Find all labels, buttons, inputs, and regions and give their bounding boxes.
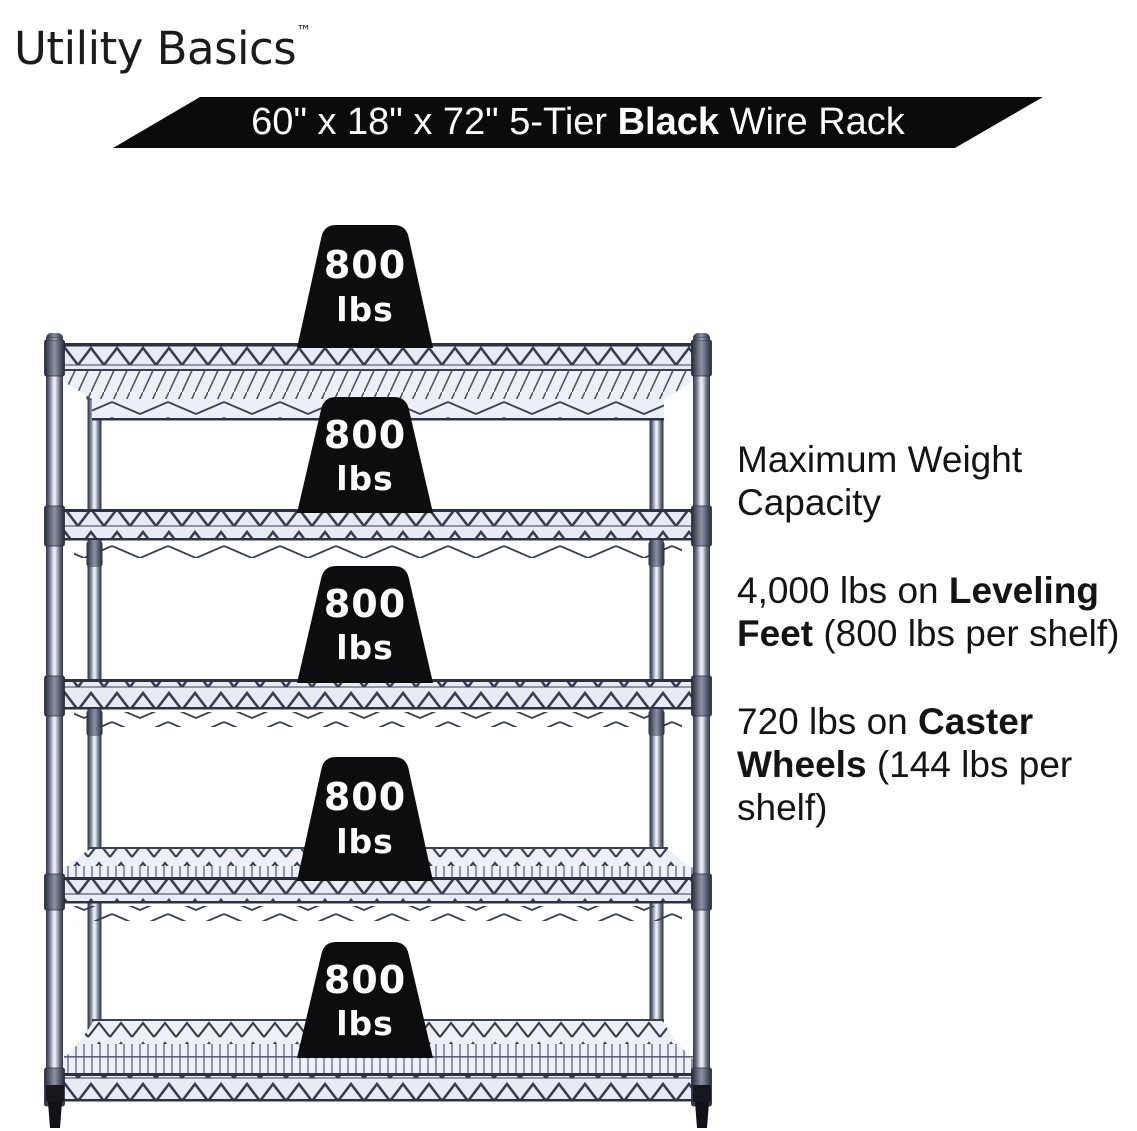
info-leveling-feet: 4,000 lbs on Leveling Feet (800 lbs per … (737, 569, 1137, 655)
shelf-2 (46, 509, 710, 567)
front-posts (44, 333, 712, 1128)
trademark-symbol: ™ (296, 22, 312, 40)
info-heading: Maximum Weight Capacity (737, 439, 1023, 523)
weight-badge-4: 800 lbs (297, 757, 433, 881)
weight-badge-2: 800 lbs (297, 397, 433, 513)
info-panel: Maximum Weight Capacity 4,000 lbs on Lev… (737, 438, 1137, 874)
weight-unit: lbs (336, 628, 394, 667)
info-caster-wheels: 720 lbs on Caster Wheels (144 lbs per sh… (737, 700, 1137, 829)
weight-badge-3: 800 lbs (297, 566, 433, 683)
banner-text-bold: Black (617, 101, 720, 143)
product-banner: 60" x 18" x 72" 5-Tier Black Wire Rack (113, 97, 1043, 148)
caster-pre: 720 lbs on (737, 701, 919, 742)
weight-value: 800 (324, 582, 406, 626)
leveling-pre: 4,000 lbs on (737, 570, 949, 611)
caster-bold: Caster Wheels (737, 701, 1034, 785)
weight-value: 800 (324, 243, 406, 287)
post-collars (44, 339, 712, 1107)
weight-unit: lbs (336, 822, 394, 861)
weight-value: 800 (324, 775, 406, 819)
caster-post: (144 lbs per shelf) (737, 744, 1073, 828)
weight-unit: lbs (336, 290, 394, 329)
brand-name: Utility Basics (14, 22, 297, 75)
brand-logo: Utility Basics™ (14, 0, 311, 80)
leveling-bold: Leveling Feet (737, 570, 1099, 654)
banner-text-post: Wire Rack (719, 101, 905, 143)
leveling-feet (46, 1085, 711, 1128)
leveling-post: (800 lbs per shelf) (813, 613, 1120, 654)
weight-unit: lbs (336, 1004, 394, 1043)
weight-badge-5: 800 lbs (297, 942, 433, 1058)
weight-unit: lbs (336, 459, 394, 498)
weight-value: 800 (324, 958, 406, 1002)
weight-badge-1: 800 lbs (297, 225, 433, 348)
weight-value: 800 (324, 413, 406, 457)
shelf-3 (46, 679, 710, 736)
banner-text-pre: 60" x 18" x 72" 5-Tier (251, 101, 618, 143)
